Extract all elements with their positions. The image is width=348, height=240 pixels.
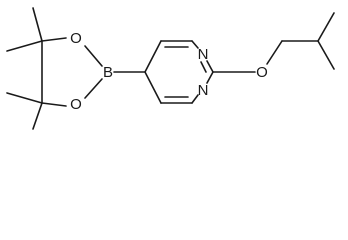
bond-c3-c1 [144,71,162,104]
atom-o-ring-top: O [70,30,82,47]
bond-n1-c2-double [200,61,207,73]
bond-o-ch2 [266,40,283,65]
atom-o-ether: O [256,64,268,81]
bond-n1-c2 [206,60,214,73]
atom-n-bottom: N [198,82,209,99]
pinacol-boronate [6,7,146,130]
bond-o-top-c [41,37,67,42]
bond-c-bottom-me2 [6,92,43,104]
bond-ch-me-top [317,12,335,42]
isobutoxy-group [212,12,335,73]
bond-o-bottom-c [41,102,67,107]
atom-o-ring-bottom: O [70,96,82,113]
bond-b-o-bottom [84,78,103,99]
bond-c1-c4 [144,40,162,73]
bond-ch-me-bottom [317,40,335,70]
structure-diagram: N N O B O O [6,7,335,130]
atom-n-top: N [198,46,209,63]
bond-c-top-me1 [32,7,43,42]
atom-labels: N N O B O O [70,30,268,113]
bond-c-top-me2 [6,40,43,52]
bond-c5-n1 [191,40,199,49]
bond-c2-n3 [206,71,214,84]
bond-c-bottom-me1 [32,102,43,130]
bond-b-o-top [84,45,103,67]
bond-n3-c4b [191,94,199,104]
atom-b: B [103,64,113,81]
pyrimidine-ring [144,40,214,104]
